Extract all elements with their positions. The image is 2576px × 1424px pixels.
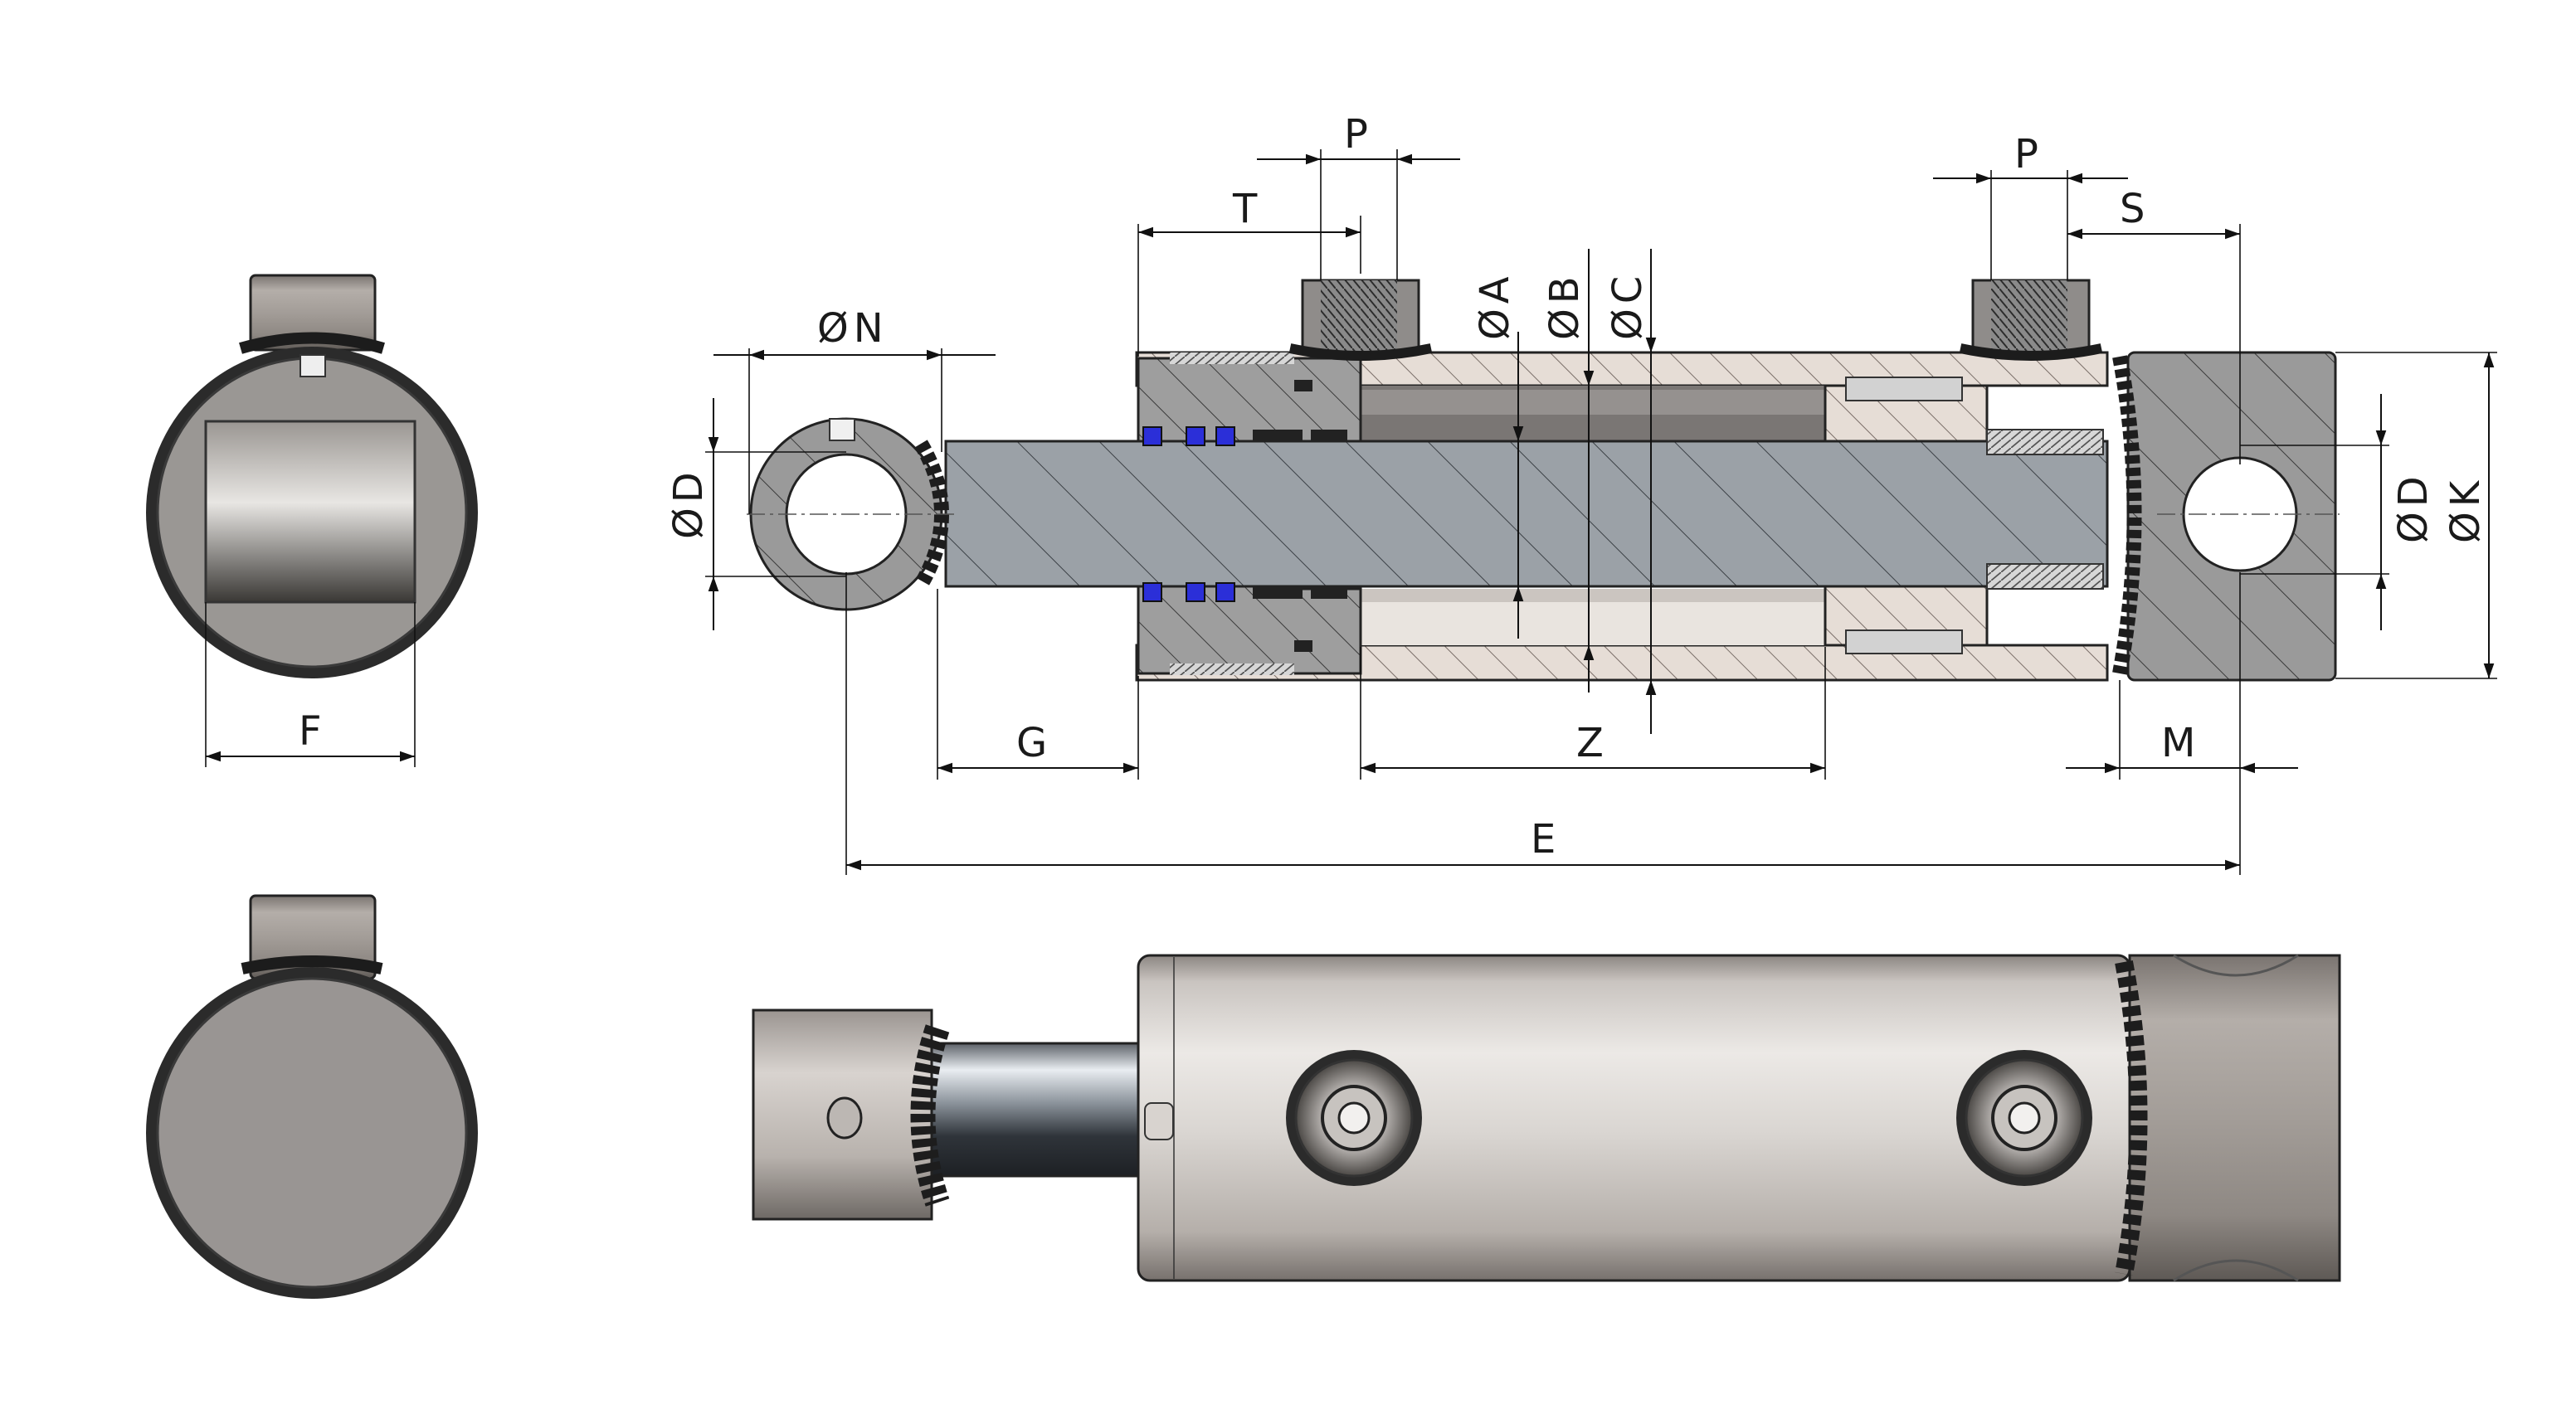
side-eye-hole	[826, 1096, 863, 1140]
side-view	[752, 954, 2341, 1282]
label-A-sym: Ø	[1472, 309, 1518, 340]
side-eye-weld	[910, 1024, 950, 1207]
side-rod	[928, 1042, 1147, 1178]
dim-P-left: P	[1257, 111, 1460, 280]
label-A: A	[1472, 276, 1518, 304]
side-end-cap-groove	[2173, 954, 2299, 1282]
port-right	[1959, 279, 2103, 361]
label-C: C	[1605, 276, 1651, 304]
label-B: B	[1541, 276, 1588, 304]
label-K-sym: Ø	[2442, 512, 2489, 543]
piston-seal-top	[1845, 377, 1963, 401]
gland-seals	[1142, 380, 1347, 652]
eye-slot	[204, 420, 416, 604]
label-N-sym: Ø	[817, 305, 849, 352]
label-P-right: P	[2014, 131, 2038, 177]
weld-seam-bottom	[241, 955, 383, 974]
piston-rod	[944, 440, 2109, 588]
label-N: N	[854, 305, 884, 352]
side-port-left	[1286, 1050, 1422, 1186]
end-view-section	[146, 274, 478, 678]
svg-text:ØC: ØC	[1605, 276, 1651, 340]
svg-text:ØA: ØA	[1472, 276, 1518, 340]
svg-text:ØN: ØN	[817, 305, 884, 352]
label-D-right-sym: Ø	[2390, 512, 2437, 543]
svg-text:ØD: ØD	[2390, 476, 2437, 543]
label-D-right: D	[2390, 476, 2437, 507]
label-D-left-sym: Ø	[665, 508, 712, 539]
weld-seam	[239, 332, 385, 354]
dim-K: ØK	[2335, 352, 2497, 679]
dim-E: E	[845, 572, 2240, 875]
bore-bottom-shade	[1361, 589, 1825, 602]
svg-text:ØD: ØD	[665, 472, 712, 539]
label-B-sym: Ø	[1541, 309, 1588, 340]
label-F: F	[299, 708, 322, 755]
end-view-closed	[146, 894, 478, 1299]
port-left	[1288, 279, 1433, 361]
dim-P-right: P	[1933, 131, 2128, 280]
dim-A: ØA	[1472, 276, 1524, 639]
dim-S: S	[2067, 186, 2241, 464]
end-weld	[2112, 355, 2142, 675]
label-M: M	[2161, 720, 2195, 766]
label-C-sym: Ø	[1605, 309, 1651, 340]
side-end-weld	[2115, 960, 2148, 1276]
dim-D-right: ØD	[2240, 394, 2437, 630]
label-P-left: P	[1344, 111, 1368, 158]
svg-text:ØK: ØK	[2442, 479, 2489, 543]
label-S: S	[2120, 186, 2145, 232]
dim-F: F	[205, 602, 416, 767]
label-G: G	[1016, 720, 1047, 766]
rod-thread-top	[1986, 429, 2104, 455]
dim-Z: Z	[1360, 647, 1826, 780]
dim-M: M	[2066, 572, 2298, 875]
dim-G: G	[937, 589, 1139, 780]
piston-seal-bottom	[1845, 629, 1963, 654]
label-D-left: D	[665, 472, 712, 503]
dim-T: T	[1137, 186, 1361, 357]
gland-thread-top	[1170, 352, 1294, 364]
label-E: E	[1531, 816, 1556, 863]
end-cap-face	[156, 977, 468, 1289]
rod-thread-bottom	[1986, 563, 2104, 590]
side-port-right	[1956, 1050, 2092, 1186]
key-notch	[299, 354, 326, 377]
side-key	[1144, 1102, 1174, 1140]
bore-top-shade	[1361, 390, 1825, 415]
label-T: T	[1232, 186, 1258, 232]
label-Z: Z	[1576, 720, 1604, 766]
gland-thread-bottom	[1170, 663, 1294, 675]
side-end-cap	[2128, 954, 2341, 1282]
dim-D-left: ØD	[665, 398, 846, 630]
svg-text:ØB: ØB	[1541, 276, 1588, 340]
dim-B: ØB	[1541, 249, 1595, 693]
label-K: K	[2442, 479, 2489, 507]
dim-C: ØC	[1605, 249, 1657, 734]
